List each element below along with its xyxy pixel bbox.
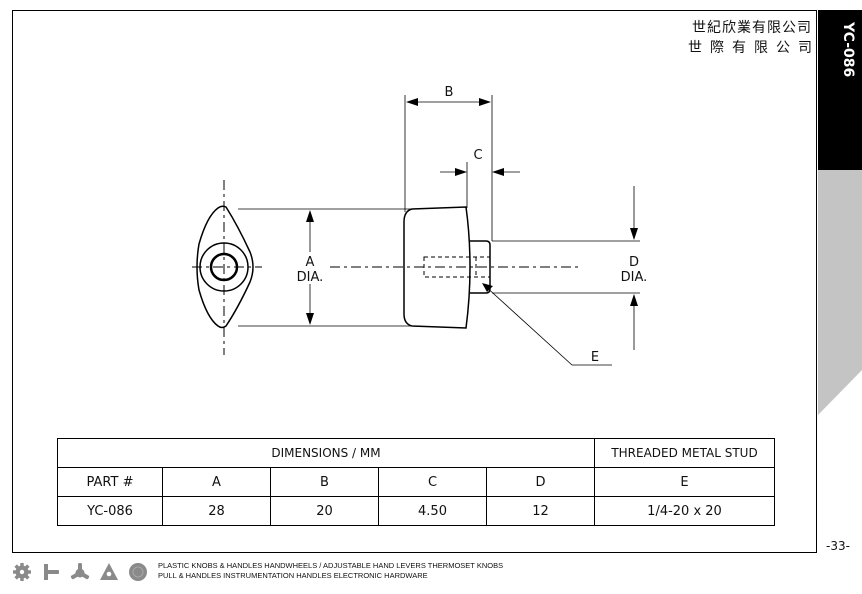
footer-line1: PLASTIC KNOBS & HANDLES HANDWHEELS / ADJ… [158, 561, 504, 570]
column-header: C [378, 467, 487, 497]
company-name-line2: 世際有限公司 [688, 40, 820, 56]
column-header: PART # [57, 467, 163, 497]
extension-lines [238, 95, 640, 327]
dim-label-d-dia: DIA. [621, 270, 648, 285]
dim-label-d: D [629, 255, 639, 270]
footer-text: PLASTIC KNOBS & HANDLES HANDWHEELS / ADJ… [158, 561, 503, 581]
side-view [403, 206, 491, 329]
dim-label-b: B [445, 85, 454, 100]
table-cell: 1/4-20 x 20 [594, 496, 775, 526]
dimension-lines [309, 101, 635, 366]
front-view-centerlines [192, 180, 262, 355]
dim-label-a-dia: DIA. [297, 270, 324, 285]
star-knob-icon [70, 563, 90, 580]
column-header: A [162, 467, 271, 497]
table-cell: 4.50 [378, 496, 487, 526]
stud-header: THREADED METAL STUD [594, 438, 775, 468]
drawing-frame [12, 10, 817, 553]
dimensions-header: DIMENSIONS / MM [57, 438, 595, 468]
column-header: E [594, 467, 775, 497]
table-cell: YC-086 [57, 496, 163, 526]
dimensions-table: DIMENSIONS / MM THREADED METAL STUD PART… [57, 438, 775, 526]
lever-icon [44, 564, 59, 580]
table-cell: 20 [270, 496, 379, 526]
column-header: B [270, 467, 379, 497]
sidebar-grey-band [818, 170, 862, 415]
dimension-arrows [306, 98, 638, 325]
round-knob-icon [129, 563, 147, 581]
table-column-header-row: PART # A B C D E [57, 467, 775, 497]
table-row: YC-086 28 20 4.50 12 1/4-20 x 20 [57, 496, 775, 526]
footer-icons [12, 562, 148, 582]
dim-label-a: A [306, 255, 315, 270]
sidebar-part-code: YC-086 [840, 22, 856, 78]
table-cell: 12 [486, 496, 595, 526]
front-view [196, 205, 254, 329]
dim-label-c: C [473, 148, 482, 163]
dim-label-e: E [591, 350, 599, 365]
footer-line2: PULL & HANDLES INSTRUMENTATION HANDLES E… [158, 571, 428, 580]
triangle-knob-icon [100, 563, 118, 580]
table-group-header-row: DIMENSIONS / MM THREADED METAL STUD [57, 438, 775, 468]
gear-icon [13, 563, 31, 581]
company-name-line1: 世紀欣業有限公司 [692, 20, 812, 36]
page-number: -33- [826, 539, 850, 553]
column-header: D [486, 467, 595, 497]
table-cell: 28 [162, 496, 271, 526]
sidebar-black-band [818, 10, 862, 170]
company-name: 世紀欣業有限公司 世際有限公司 [688, 18, 812, 58]
